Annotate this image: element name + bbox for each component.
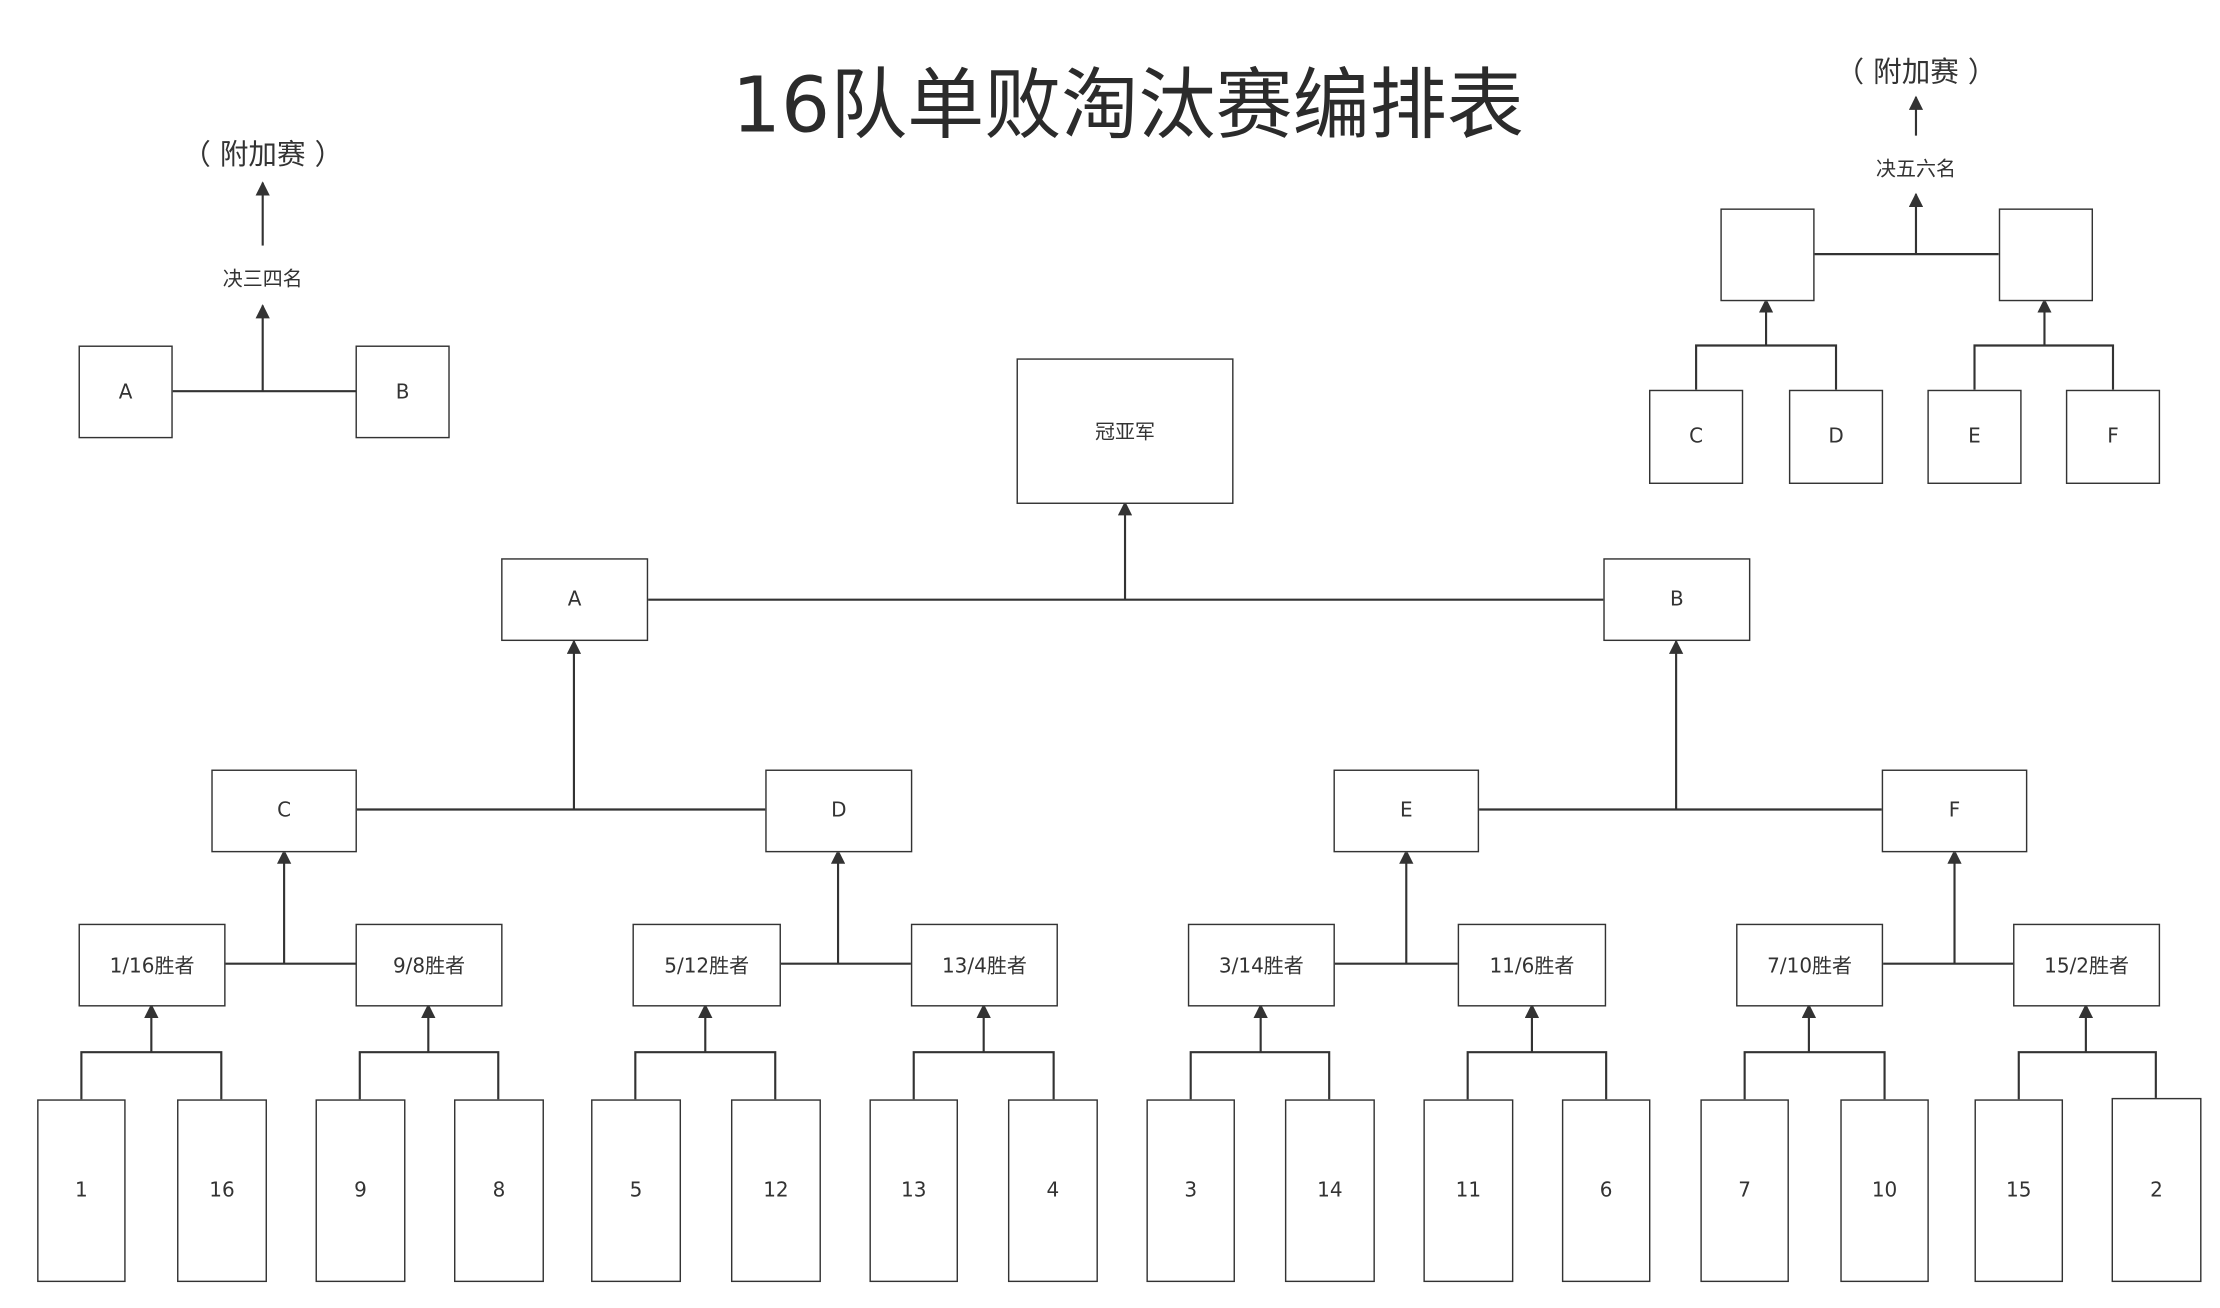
final-box-a: A (501, 558, 649, 642)
seed-box: 13 (869, 1099, 958, 1283)
fifth-place-box-right (1998, 208, 2094, 302)
seed-box: 15 (1974, 1099, 2064, 1283)
seed-box: 11 (1423, 1099, 1514, 1283)
third-place-caption: 决三四名 (222, 268, 303, 292)
seed-box: 14 (1284, 1099, 1375, 1283)
extra-match-label-left: （ 附加赛 ） (182, 136, 344, 171)
quarterfinal-box: 11/6胜者 (1457, 923, 1607, 1007)
semifinal-box-d: D (765, 769, 913, 853)
seed-box: 9 (315, 1099, 406, 1283)
fifth-place-box-left (1720, 208, 1815, 302)
third-place-box-b: B (355, 345, 450, 439)
final-box-b: B (1603, 558, 1751, 642)
quarterfinal-box: 9/8胜者 (355, 923, 503, 1007)
quarterfinal-box: 13/4胜者 (910, 923, 1058, 1007)
seed-box: 3 (1146, 1099, 1235, 1283)
fifth-place-feeder-e: E (1927, 389, 2022, 484)
fifth-place-feeder-c: C (1648, 389, 1744, 484)
quarterfinal-box: 3/14胜者 (1187, 923, 1335, 1007)
seed-box: 10 (1840, 1099, 1929, 1283)
seed-box: 6 (1561, 1099, 1651, 1283)
seed-box: 2 (2111, 1097, 2202, 1283)
seed-box: 5 (591, 1099, 682, 1283)
fifth-place-feeder-d: D (1788, 389, 1884, 484)
quarterfinal-box: 5/12胜者 (632, 923, 781, 1007)
seed-box: 1 (37, 1099, 126, 1283)
third-place-box-a: A (78, 345, 173, 439)
diagram-title: 16队单败淘汰赛编排表 (731, 59, 1524, 150)
seed-box: 4 (1007, 1099, 1098, 1283)
quarterfinal-box: 1/16胜者 (78, 923, 226, 1007)
seed-box: 16 (177, 1099, 267, 1283)
extra-match-label-right: （ 附加赛 ） (1835, 53, 1997, 88)
semifinal-box-c: C (211, 769, 357, 853)
fifth-place-feeder-f: F (2065, 389, 2161, 484)
quarterfinal-box: 7/10胜者 (1736, 923, 1884, 1007)
seed-box: 8 (454, 1099, 544, 1283)
seed-box: 12 (730, 1099, 821, 1283)
seed-box: 7 (1700, 1099, 1789, 1283)
quarterfinal-box: 15/2胜者 (2013, 923, 2161, 1007)
semifinal-box-f: F (1881, 769, 2028, 853)
fifth-place-caption: 决五六名 (1875, 158, 1956, 182)
champion-box: 冠亚军 (1016, 358, 1234, 504)
semifinal-box-e: E (1333, 769, 1480, 853)
